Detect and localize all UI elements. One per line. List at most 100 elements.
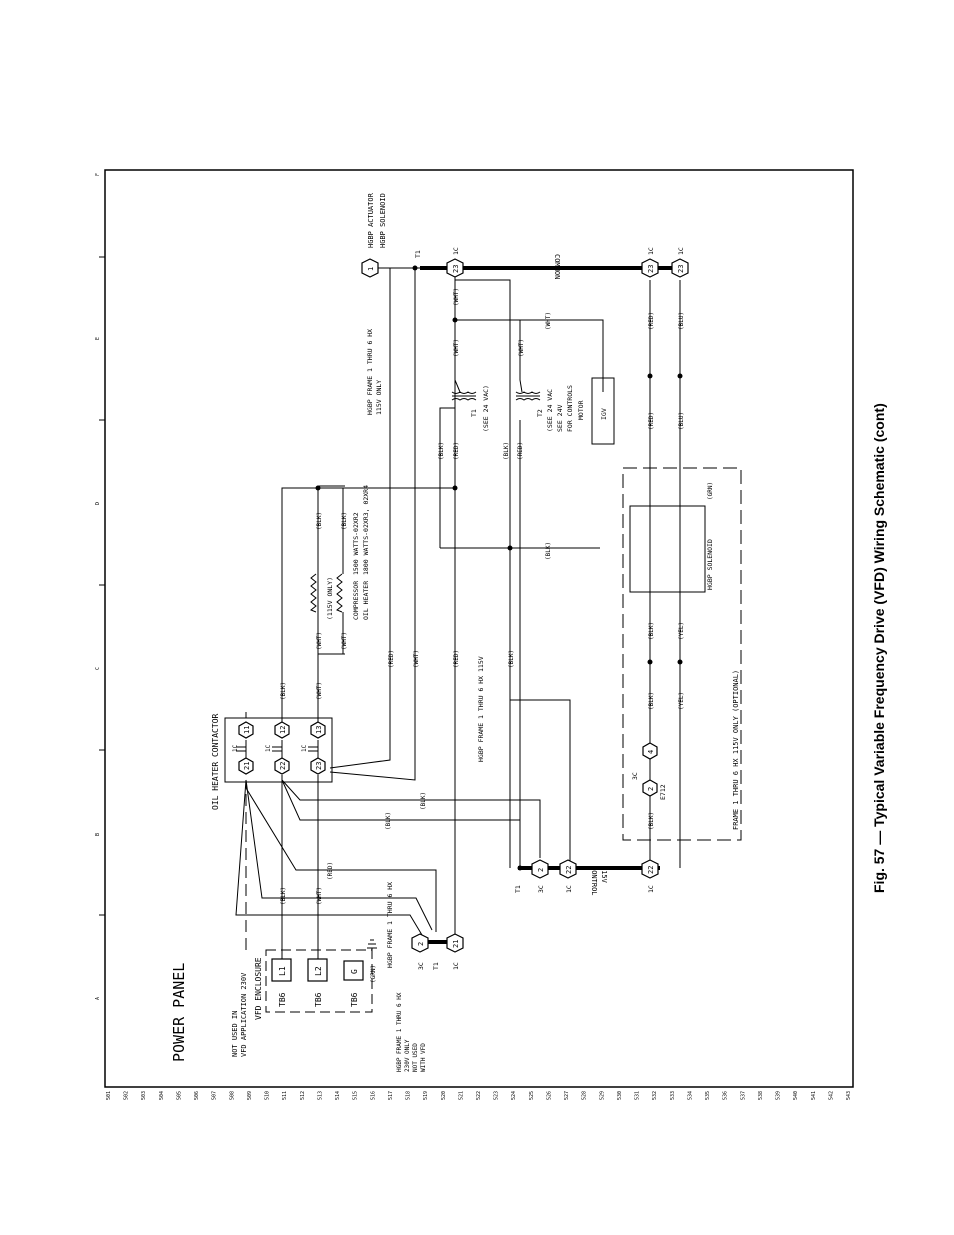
wire-label: (WHT)	[413, 650, 420, 668]
zone-letter: D	[95, 502, 101, 505]
e712-label: E712	[659, 784, 667, 800]
t1-label: T1	[470, 409, 478, 417]
terminal-number: 22	[647, 866, 655, 874]
wire-label: (BLK)	[545, 542, 552, 560]
wire-label: (BLK)	[385, 812, 392, 830]
line-number: 529	[599, 1091, 605, 1100]
zone-letter: B	[95, 833, 101, 836]
igv-label: IGV	[600, 408, 608, 420]
not-used-label: NOT USED IN	[231, 1011, 239, 1057]
frame-optional-label: FRAME 1 THRU 6 HX 115V ONLY (OPTIONAL)	[732, 670, 740, 830]
wire-label: (BLK)	[341, 512, 348, 530]
line-number: 542	[828, 1091, 834, 1100]
wire-label: (YEL)	[678, 622, 685, 640]
terminal-number: 23	[452, 265, 460, 273]
hgbp-230-note: WITH VFD	[420, 1043, 427, 1072]
compressor-label: COMPRESSOR	[352, 581, 360, 620]
line-number: 534	[687, 1091, 693, 1100]
terminal-number: 23	[677, 265, 685, 273]
terminal-numbers: 21 22 23 11 12 13 1 23 23 23 2 22 22 2 2…	[243, 265, 685, 948]
line-number: 528	[582, 1091, 588, 1100]
hgbp-115-label: 115V ONLY	[375, 380, 383, 415]
line-number: 501	[106, 1091, 112, 1100]
oil-heater-contactor-label: OIL HEATER CONTACTOR	[211, 713, 220, 810]
hgbp-115-label: HGBP FRAME 1 THRU 6 HX	[366, 329, 374, 415]
1c-label: 1C	[565, 885, 573, 893]
line-number: 506	[194, 1091, 200, 1100]
wire-label: (RED)	[648, 412, 655, 430]
terminal-number: 2	[417, 942, 425, 946]
terminal-hgbp-1	[361, 258, 379, 278]
line-number: 531	[635, 1091, 641, 1100]
wire-label: (RED)	[327, 862, 334, 880]
1c-label: 1C	[452, 247, 460, 255]
line-number: 512	[300, 1091, 306, 1100]
t1-note: (SEE 24 VAC)	[482, 385, 490, 432]
wire-label: (BLK)	[648, 622, 655, 640]
line-number: 538	[758, 1091, 764, 1100]
not-used-label: VFD APPLICATION 230V	[240, 972, 248, 1057]
wire-labels: (BLK) (WHT) (RED) (BLK) (WHT) (WHT) (WHT…	[280, 288, 714, 905]
wire-label: (BLK)	[508, 650, 515, 668]
terminal-number: 23	[647, 265, 655, 273]
terminal-23-blu	[671, 258, 689, 278]
line-number: 517	[388, 1091, 394, 1100]
compressor-label: OIL HEATER	[362, 581, 370, 620]
line-number: 521	[458, 1091, 464, 1100]
line-number: 504	[159, 1091, 165, 1100]
zone-letters: F E D C B A	[95, 173, 101, 1000]
wire-label: (BLU)	[678, 412, 685, 430]
terminal-g-label: G	[350, 969, 359, 974]
contactor-1c-label: 1C	[301, 744, 308, 752]
line-number: 533	[670, 1091, 676, 1100]
115v-label: 115V	[600, 866, 608, 884]
line-number: 508	[229, 1091, 235, 1100]
terminal-22-1c	[559, 859, 577, 879]
line-number: 524	[511, 1091, 517, 1100]
terminal-l1-label: L1	[278, 966, 287, 976]
line-number: 535	[705, 1091, 711, 1100]
contactor-1c-label: 1C	[232, 744, 239, 752]
zone-ticks	[99, 256, 105, 916]
oil-heater-contactor-box	[224, 717, 333, 783]
common-label: COMMON	[553, 254, 561, 279]
terminal-number: 2	[647, 787, 655, 791]
line-number: 507	[212, 1091, 218, 1100]
wire-label: (GRN)	[707, 482, 714, 500]
terminal-number: 13	[315, 726, 323, 734]
wire-label: (WHT)	[453, 288, 460, 306]
wire-label: (BLK)	[648, 812, 655, 830]
wire-label: (BLK)	[280, 682, 287, 700]
3c-label: 3C	[417, 962, 425, 970]
wire-label: (RED)	[648, 312, 655, 330]
line-number: 543	[846, 1091, 852, 1100]
hgbp-230-note: HGBP FRAME 1 THRU 6 HX	[396, 992, 403, 1072]
junction-dots	[315, 265, 683, 871]
line-number: 513	[317, 1091, 323, 1100]
line-number: 522	[476, 1091, 482, 1100]
zone-letter: E	[95, 337, 101, 340]
terminal-22-control	[641, 859, 659, 879]
terminal-23-red	[641, 258, 659, 278]
figure-caption: Fig. 57 — Typical Variable Frequency Dri…	[871, 403, 887, 893]
terminal-number: 21	[452, 940, 460, 948]
line-number: 514	[335, 1091, 341, 1100]
tb6-label: TB6	[350, 992, 359, 1007]
line-number: 530	[617, 1091, 623, 1100]
wire-label: (BLK)	[438, 442, 445, 460]
wiring	[235, 267, 604, 959]
contactor-1c-label: 1C	[265, 744, 272, 752]
drawing-border	[104, 169, 854, 1088]
hgbp-solenoid-box-label: HGBP SOLENOID	[706, 539, 714, 590]
terminal-number: 21	[243, 762, 251, 770]
terminal-g	[343, 960, 364, 981]
hgbp-115-label: HGBP FRAME 1 THRU 6 HX 115V	[477, 656, 485, 762]
terminal-2-3c-left	[411, 933, 429, 953]
t1-label: T1	[432, 962, 440, 970]
line-number: 523	[494, 1091, 500, 1100]
zone-letter: F	[95, 173, 101, 176]
transformer-t2	[515, 391, 541, 401]
terminal-number: 11	[243, 726, 251, 734]
3c-label: 3C	[631, 772, 639, 780]
